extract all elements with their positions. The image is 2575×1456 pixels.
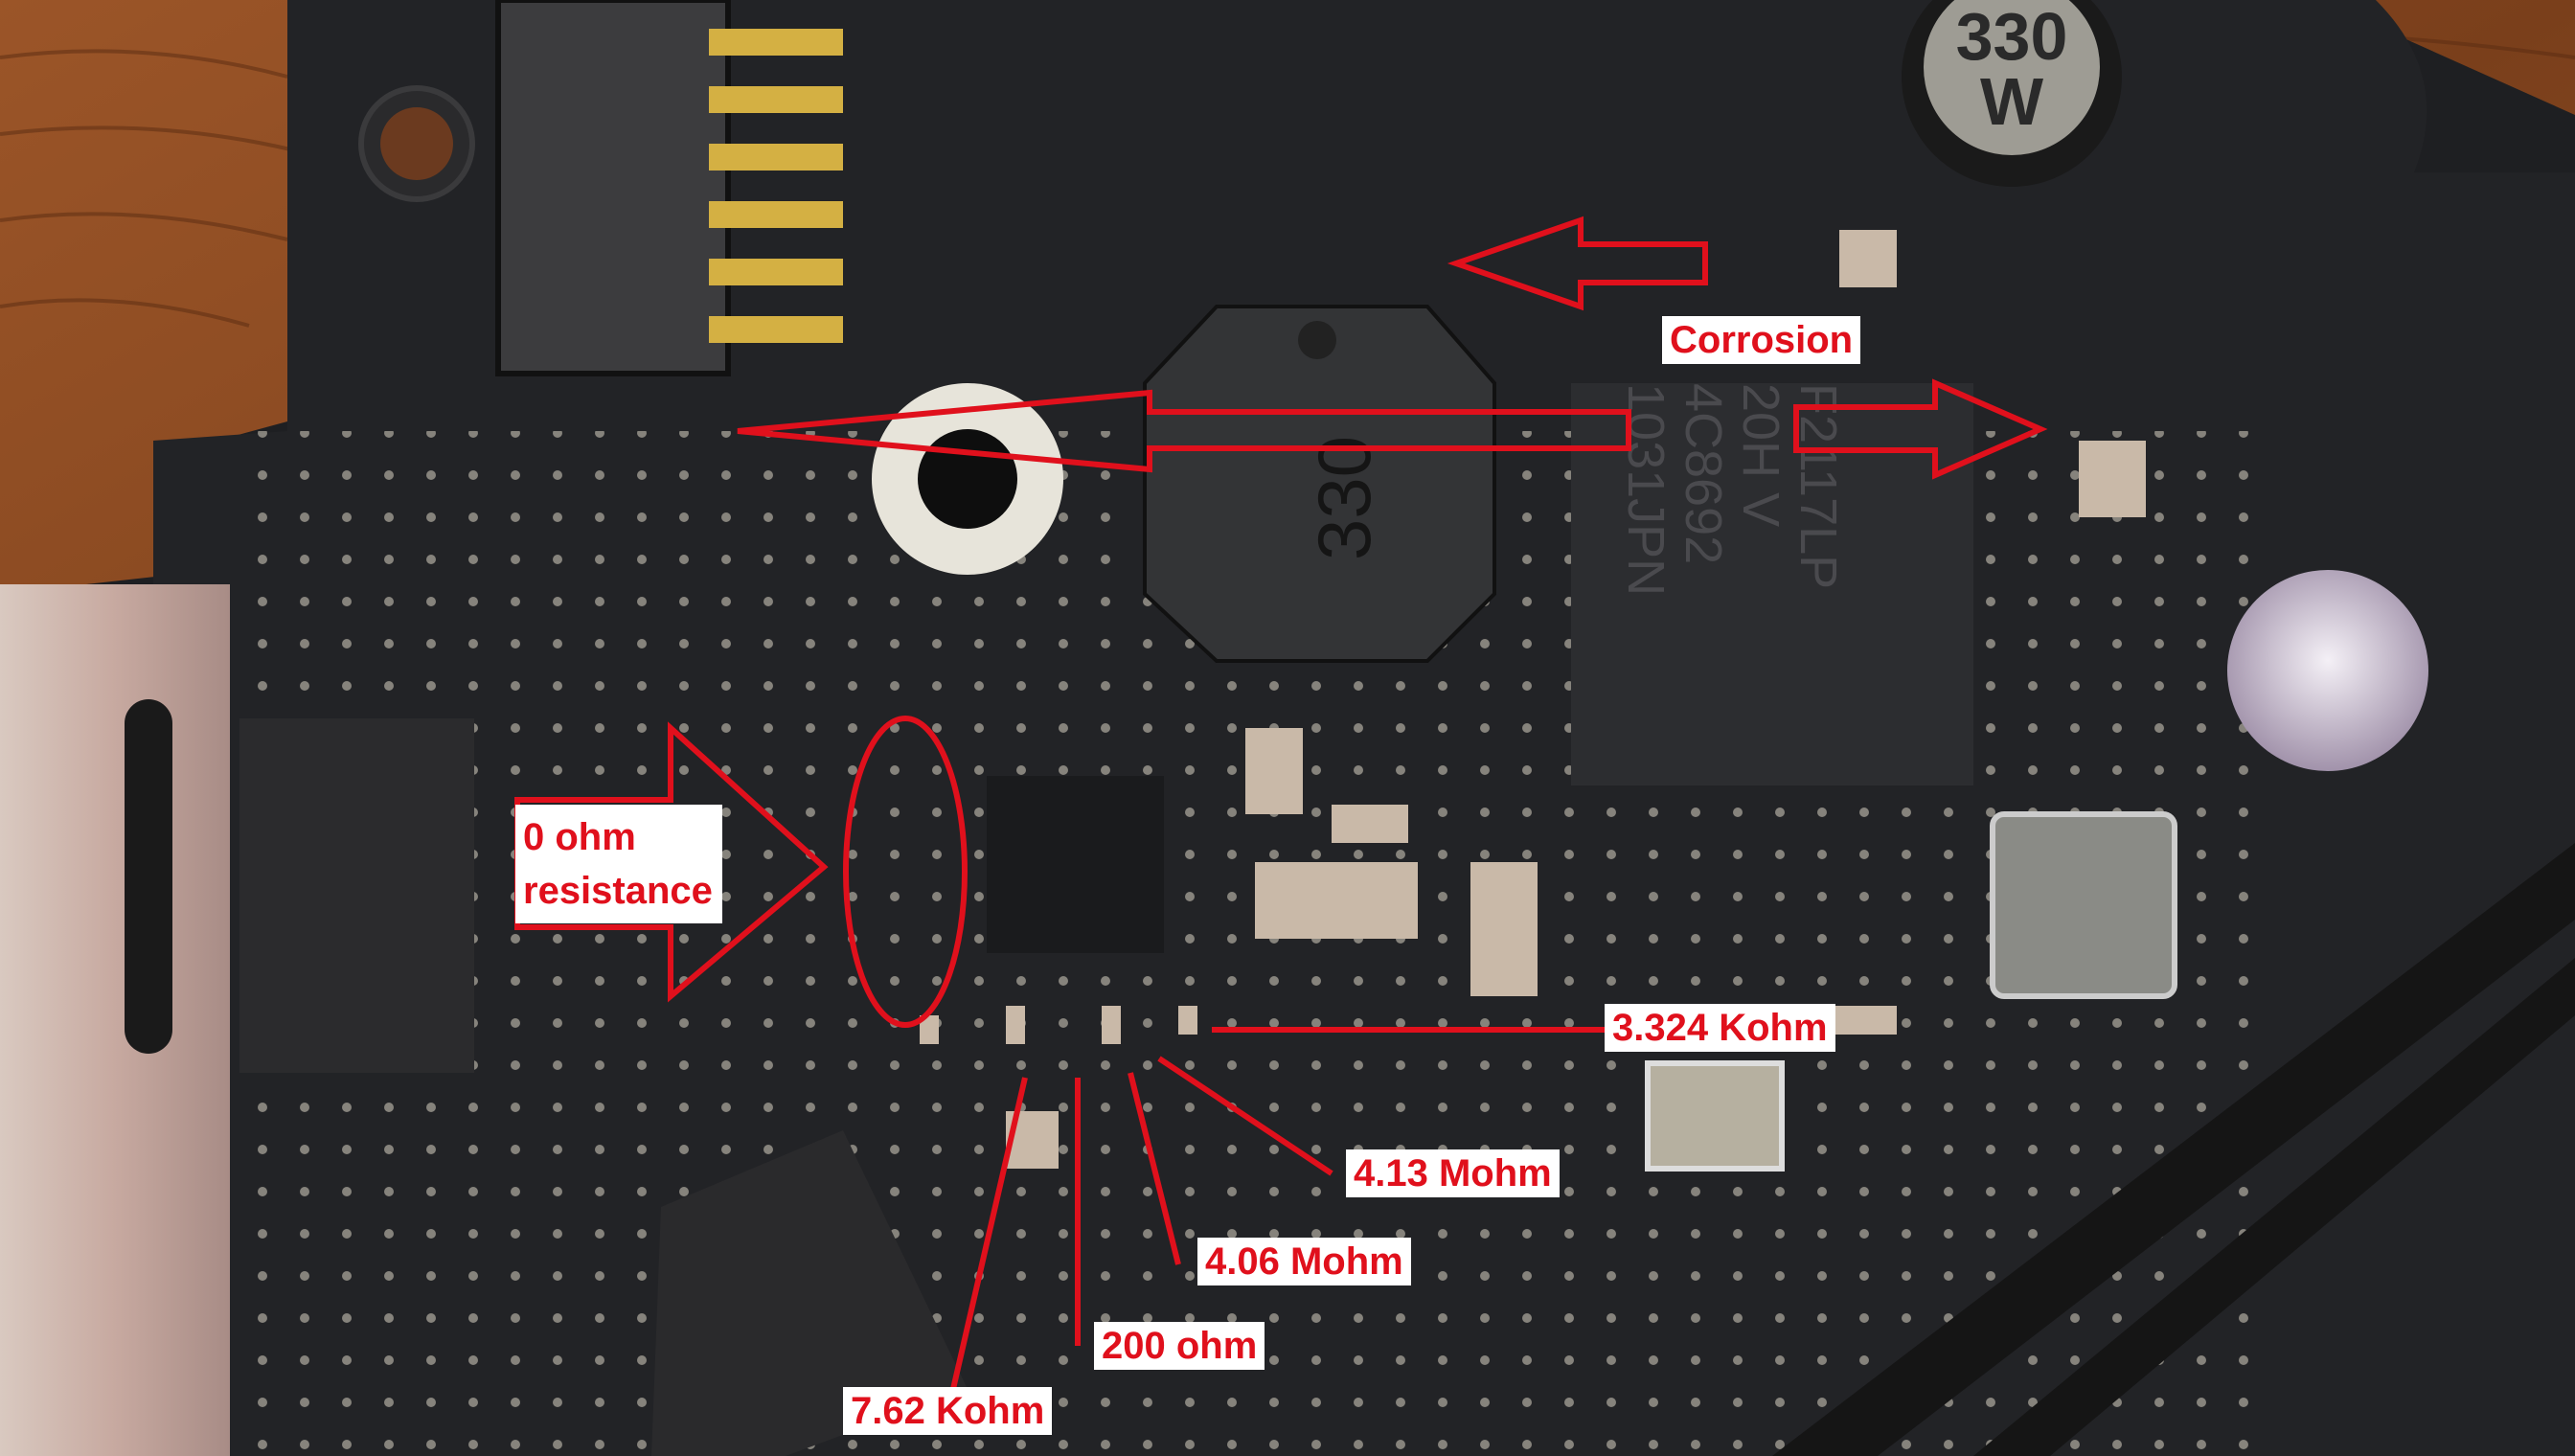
label-r3: 4.06 Mohm [1197,1238,1411,1285]
label-r1: 3.324 Kohm [1605,1004,1835,1052]
label-r4: 200 ohm [1094,1322,1265,1370]
label-zero-ohm: 0 ohm resistance [515,805,722,923]
leader-r5 [950,1077,1028,1390]
octagon-inductor [1143,305,1496,663]
arrow-zero-ohm [514,721,829,1003]
label-corrosion: Corrosion [1662,316,1861,364]
svg-text:330: 330 [1956,0,2068,74]
connector [495,0,731,376]
qfn-chip [987,776,1164,953]
circle-zero-ohm [843,716,968,1028]
chip-rtl [651,1130,968,1456]
leader-r3 [1128,1072,1181,1265]
svg-text:W: W [1980,64,2043,139]
ribbon-cable [1772,843,2575,1456]
label-r5: 7.62 Kohm [843,1387,1053,1435]
metal-shield [0,584,230,1456]
inductor-square [1990,811,2177,999]
arrow-to-connector [737,389,1631,473]
arrow-corrosion-left [1447,216,1708,311]
svg-text:330: 330 [1302,436,1386,560]
svg-text:4C8692: 4C8692 [1675,383,1732,564]
crystal [1645,1060,1785,1172]
label-r2: 4.13 Mohm [1346,1149,1560,1197]
leader-r2 [1157,1056,1333,1176]
svg-text:20H V: 20H V [1732,383,1789,527]
arrow-corrosion-right [1793,378,2048,480]
electrolytic-capacitor [2227,570,2428,771]
chip-delta [239,718,474,1073]
